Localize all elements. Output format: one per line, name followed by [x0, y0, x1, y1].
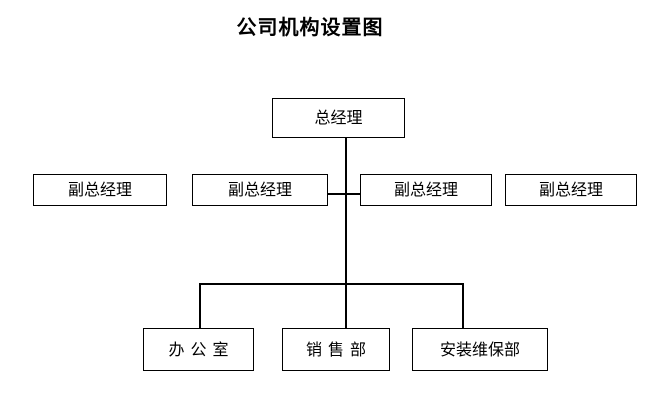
- node-label: 副总经理: [393, 180, 458, 199]
- node-label: 副总经理: [67, 180, 132, 199]
- node-dgm3[interactable]: 副总经理: [360, 174, 492, 206]
- node-label: 副总经理: [227, 180, 292, 199]
- node-dgm1[interactable]: 副总经理: [33, 174, 167, 206]
- connector-drop-sales: [345, 283, 347, 328]
- connector-dgm2-to-dgm3: [328, 193, 360, 195]
- node-dgm2[interactable]: 副总经理: [192, 174, 328, 206]
- node-dgm4[interactable]: 副总经理: [505, 174, 637, 206]
- node-gm[interactable]: 总经理: [272, 98, 405, 138]
- node-install[interactable]: 安装维保部: [412, 328, 548, 371]
- node-office[interactable]: 办公室: [143, 328, 254, 371]
- node-sales[interactable]: 销售部: [282, 328, 390, 371]
- node-label: 副总经理: [538, 180, 603, 199]
- connector-bottom-bus: [199, 283, 462, 285]
- node-label: 安装维保部: [439, 339, 520, 359]
- connector-drop-install: [462, 283, 464, 328]
- page-title: 公司机构设置图: [236, 15, 384, 39]
- node-label: 总经理: [314, 108, 363, 127]
- connector-gm-trunk: [345, 138, 347, 283]
- connector-drop-office: [199, 283, 201, 328]
- node-label: 销售部: [305, 339, 372, 359]
- node-label: 办公室: [168, 339, 235, 359]
